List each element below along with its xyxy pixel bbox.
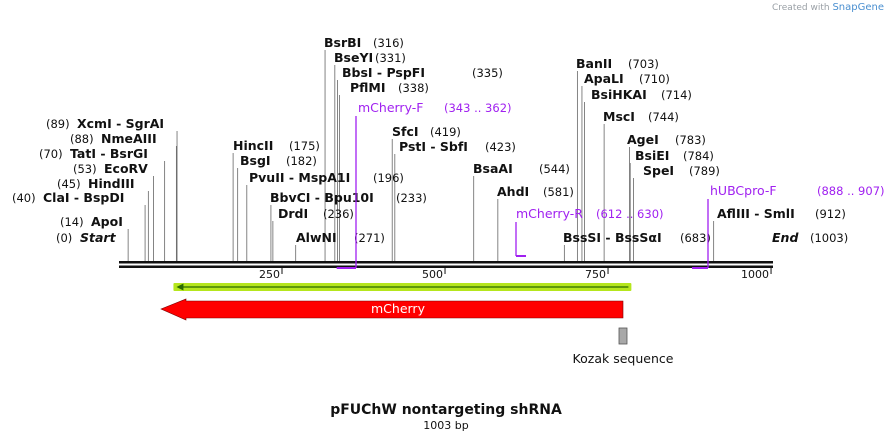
site-position: (88) <box>70 132 94 146</box>
site-position: (744) <box>648 110 679 124</box>
primer-name: hUBCpro-F <box>710 183 777 198</box>
feature-kozak-box <box>618 327 628 345</box>
site-name: BsaAI <box>473 161 513 176</box>
site-name: AlwNI <box>296 230 337 245</box>
ruler-tick-label: 500 <box>422 268 443 281</box>
orf-arrowhead <box>176 283 184 291</box>
cut-site-lines <box>127 50 715 261</box>
site-position: (710) <box>639 72 670 86</box>
site-name: XcmI - SgrAI <box>77 116 164 131</box>
site-name: BseYI <box>334 50 373 65</box>
site-position: (182) <box>286 154 317 168</box>
site-position: (703) <box>628 57 659 71</box>
site-name: End <box>772 230 799 245</box>
site-position: (45) <box>57 177 81 191</box>
ruler: 250 500 750 1000 <box>259 268 772 281</box>
site-name: AflIII - SmlI <box>717 206 795 221</box>
site-position: (316) <box>373 36 404 50</box>
site-position: (0) <box>56 231 72 245</box>
primer-range: (612 .. 630) <box>596 207 664 221</box>
site-position: (544) <box>539 162 570 176</box>
site-name: SfcI <box>392 124 419 139</box>
site-name: Start <box>80 230 117 245</box>
cut-site-labels: Start(0)ApoI(14)ClaI - BspDI(40)HindIII(… <box>12 35 848 245</box>
site-position: (70) <box>39 147 63 161</box>
feature-mcherry-label: mCherry <box>371 301 426 316</box>
site-position: (331) <box>375 51 406 65</box>
site-position: (236) <box>323 207 354 221</box>
site-position: (1003) <box>810 231 848 245</box>
primer-range: (343 .. 362) <box>444 101 512 115</box>
site-position: (912) <box>815 207 846 221</box>
site-position: (40) <box>12 191 36 205</box>
sequence-length: 1003 bp <box>423 419 468 432</box>
site-name: PflMI <box>350 80 386 95</box>
feature-kozak-label: Kozak sequence <box>573 351 674 366</box>
site-name: BbsI - PspFI <box>342 65 425 80</box>
site-position: (175) <box>289 139 320 153</box>
site-name: BbvCI - Bpu10I <box>270 190 374 205</box>
ruler-tick-label: 1000 <box>741 268 769 281</box>
site-name: HincII <box>233 138 273 153</box>
site-name: ClaI - BspDI <box>43 190 124 205</box>
site-name: MscI <box>603 109 635 124</box>
site-name: BsgI <box>240 153 271 168</box>
site-name: AhdI <box>497 184 529 199</box>
watermark-prefix: Created with <box>771 3 830 13</box>
site-position: (714) <box>661 88 692 102</box>
site-name: BsrBI <box>324 35 361 50</box>
primer-name: mCherry-R <box>516 206 583 221</box>
site-name: ApoI <box>91 214 123 229</box>
site-position: (338) <box>398 81 429 95</box>
site-name: NmeAIII <box>101 131 157 146</box>
watermark-brand: SnapGene <box>832 2 884 13</box>
site-position: (423) <box>485 140 516 154</box>
site-position: (89) <box>46 117 70 131</box>
site-position: (233) <box>396 191 427 205</box>
site-position: (196) <box>373 171 404 185</box>
ruler-tick-label: 750 <box>585 268 606 281</box>
snapgene-watermark: Created with SnapGene <box>772 2 884 13</box>
primer-range: (888 .. 907) <box>817 184 885 198</box>
site-position: (789) <box>689 164 720 178</box>
site-position: (53) <box>73 162 97 176</box>
site-name: TatI - BsrGI <box>70 146 148 161</box>
site-name: BssSI - BssSαI <box>563 230 662 245</box>
site-name: BanII <box>576 56 612 71</box>
site-name: EcoRV <box>104 161 148 176</box>
site-name: SpeI <box>643 163 674 178</box>
site-position: (683) <box>680 231 711 245</box>
feature-mcherry-arrow <box>160 298 624 321</box>
sequence-backbone <box>119 261 773 268</box>
sequence-title: pFUChW nontargeting shRNA <box>330 402 562 418</box>
site-name: BsiEI <box>635 148 669 163</box>
site-position: (419) <box>430 125 461 139</box>
site-name: ApaLI <box>584 71 624 86</box>
site-name: PstI - SbfI <box>399 139 468 154</box>
ruler-tick-label: 250 <box>259 268 280 281</box>
site-position: (14) <box>60 215 84 229</box>
site-name: AgeI <box>627 132 659 147</box>
site-position: (271) <box>354 231 385 245</box>
site-name: PvuII - MspA1I <box>249 170 350 185</box>
site-position: (784) <box>683 149 714 163</box>
primer-name: mCherry-F <box>358 100 423 115</box>
site-position: (335) <box>472 66 503 80</box>
site-position: (783) <box>675 133 706 147</box>
site-name: BsiHKAI <box>591 87 647 102</box>
site-position: (581) <box>543 185 574 199</box>
site-name: HindIII <box>88 176 135 191</box>
primers: mCherry-F (343 .. 362) mCherry-R (612 .. 63… <box>336 100 885 269</box>
site-name: DrdI <box>278 206 308 221</box>
